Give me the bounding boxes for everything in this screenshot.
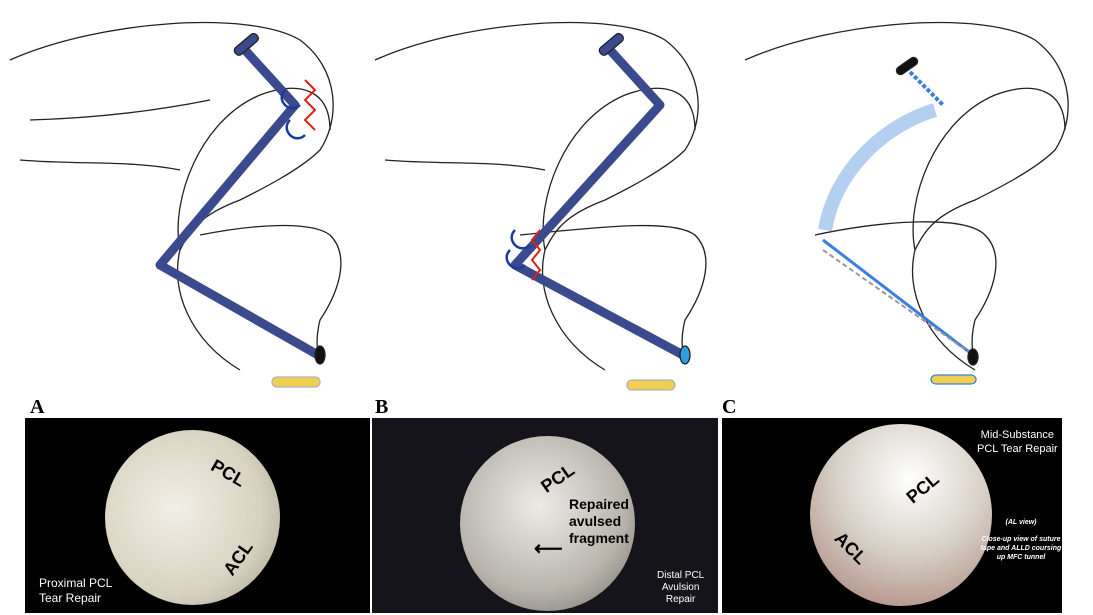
caption: PCL Tear Repair [977, 443, 1058, 455]
scope-view [810, 424, 992, 606]
pcl-graft [155, 46, 321, 359]
diagram-c-mid-substance [744, 21, 1069, 385]
tear-line [303, 79, 317, 131]
arthroscopic-photo-b: PCL Repaired avulsed fragment ⟵ Distal P… [372, 418, 718, 613]
femoral-button [233, 32, 259, 56]
caption: Proximal PCL [39, 576, 113, 590]
panel-label-a: A [30, 396, 45, 418]
note: Close-up view of suture [981, 536, 1061, 543]
caption: Mid-Substance [980, 429, 1055, 441]
view-label: (AL view) [1005, 519, 1037, 526]
caption: Distal PCL [657, 570, 705, 581]
note: up MFC tunnel [996, 554, 1046, 561]
condyle-outline [177, 87, 331, 251]
caption: Repair [665, 594, 696, 605]
panel-label-b: B [375, 396, 389, 418]
screw [271, 376, 321, 388]
diagram-a-proximal-repair [9, 21, 342, 388]
suture-loops [280, 89, 306, 140]
annotation: Repaired [569, 496, 629, 512]
tibial-button [314, 345, 326, 365]
diagram-b-distal-avulsion [374, 21, 707, 391]
caption: Tear Repair [39, 591, 102, 605]
scope-view [105, 430, 280, 605]
note: tape and ALLD coursing [980, 545, 1062, 552]
scope-view [460, 436, 635, 611]
tibia-outline [199, 224, 342, 361]
femur-outline [9, 21, 334, 371]
annotation: avulsed [569, 513, 622, 529]
arrow-left-icon: ⟵ [534, 538, 563, 560]
annotation: fragment [569, 530, 629, 546]
panel-label-c: C [722, 396, 737, 418]
knee-diagrams [9, 21, 1069, 391]
caption: Avulsion [661, 582, 700, 593]
